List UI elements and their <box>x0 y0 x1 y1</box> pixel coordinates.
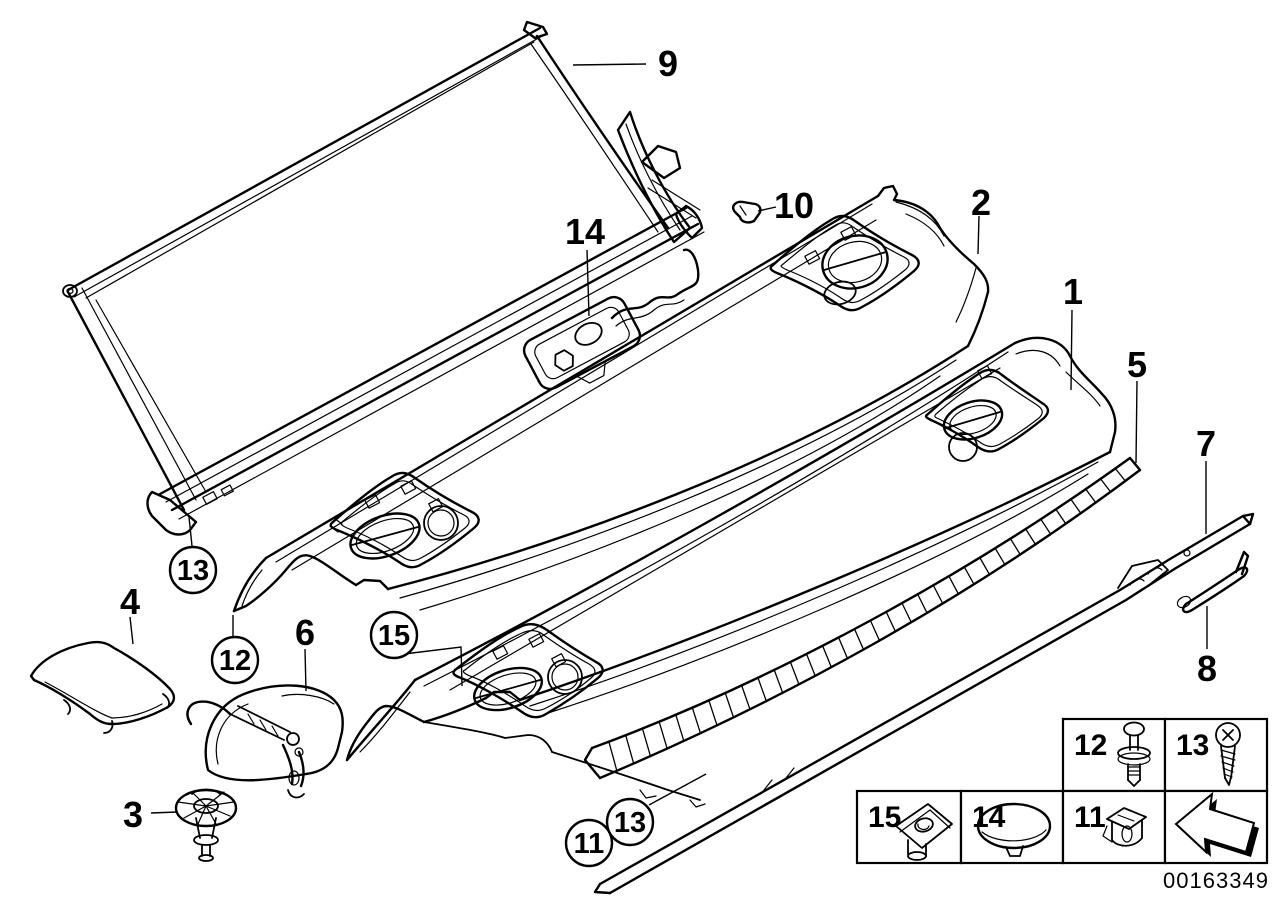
circled-callout-12-label: 12 <box>219 645 251 677</box>
circled-callouts: 13 12 15 11 13 <box>168 545 655 868</box>
blind-lifter-arm <box>616 110 692 244</box>
callout-2[interactable]: 2 <box>971 182 991 223</box>
leader-lines <box>129 63 1208 814</box>
legend-cell-13: 13 <box>1163 717 1269 793</box>
circled-callout-13a-label: 13 <box>177 555 209 587</box>
leader-4 <box>129 616 134 645</box>
callout-5[interactable]: 5 <box>1127 344 1147 385</box>
leader-13a <box>188 516 193 547</box>
legend-label-15: 15 <box>868 801 901 834</box>
screw-icon <box>1215 722 1241 786</box>
circled-callout-13b[interactable]: 13 <box>605 797 655 847</box>
legend-label-11: 11 <box>1074 801 1106 834</box>
grille-trim-part-5 <box>583 456 1142 808</box>
leader-2 <box>977 215 980 255</box>
circled-callout-11[interactable]: 11 <box>564 818 614 868</box>
rear-shelf-part-2 <box>232 184 990 613</box>
callout-9[interactable]: 9 <box>658 43 678 84</box>
direction-arrow-icon <box>1174 791 1259 857</box>
clip-part-10 <box>731 200 762 224</box>
shelf2-speaker-recess-right <box>769 214 920 312</box>
shelf1-left-flap <box>345 678 417 762</box>
legend-label-12: 12 <box>1074 729 1107 762</box>
plain-callouts: 9 10 14 2 1 5 7 8 4 6 3 <box>120 43 1217 835</box>
circled-callout-11-label: 11 <box>574 828 605 860</box>
speed-nut-icon <box>895 803 953 861</box>
legend-cell-15: 15 <box>855 789 963 865</box>
rear-shelf-part-1 <box>345 336 1117 801</box>
callout-6[interactable]: 6 <box>295 612 315 653</box>
bracket-cover-part-6 <box>186 684 344 799</box>
roller-blind-part <box>62 20 705 536</box>
rail-strip-part-7 <box>593 512 1255 895</box>
expanding-nut-icon <box>1102 807 1147 847</box>
leader-15 <box>403 646 463 687</box>
cover-cap-icon <box>976 802 1052 857</box>
legend-cell-14: 14 <box>959 789 1065 865</box>
leader-14 <box>586 249 590 317</box>
legend-cell-12: 12 <box>1061 717 1167 793</box>
shelf1-speaker-recess-left <box>452 622 604 719</box>
drive-cable <box>610 248 700 320</box>
leader-9 <box>572 63 647 66</box>
legend-label-13: 13 <box>1176 729 1209 762</box>
leader-3 <box>150 811 178 814</box>
shelf2-speaker-recess-left <box>329 471 480 569</box>
circled-callout-12[interactable]: 12 <box>210 635 260 685</box>
blind-drive-part-14 <box>522 248 700 391</box>
callout-1[interactable]: 1 <box>1063 271 1083 312</box>
legend-cell-arrow[interactable] <box>1163 789 1269 865</box>
leader-6 <box>304 648 307 692</box>
shelf2-left-flap <box>232 556 268 613</box>
diagram-id-number: 00163349 <box>1163 868 1269 893</box>
cover-lid-part-4 <box>29 640 176 734</box>
expanding-rivet-icon <box>1117 721 1151 787</box>
leader-5 <box>1135 380 1138 464</box>
leader-10 <box>757 206 777 212</box>
circled-callout-15[interactable]: 15 <box>369 610 419 660</box>
circled-callout-15-label: 15 <box>378 620 410 652</box>
callout-7[interactable]: 7 <box>1196 423 1216 464</box>
callout-3[interactable]: 3 <box>123 794 143 835</box>
leader-1 <box>1070 309 1073 391</box>
callout-4[interactable]: 4 <box>120 581 140 622</box>
circled-callout-13a[interactable]: 13 <box>168 545 218 595</box>
callout-8[interactable]: 8 <box>1197 648 1217 689</box>
callout-14[interactable]: 14 <box>565 211 605 252</box>
leader-13b <box>648 773 707 806</box>
grille-slats <box>608 468 1126 771</box>
legend-cell-11: 11 <box>1061 789 1167 865</box>
pin-fastener-part-3 <box>174 788 238 862</box>
circled-callout-13b-label: 13 <box>614 807 646 839</box>
fastener-legend-table: 12 13 15 <box>855 717 1269 893</box>
retaining-hook-part-8 <box>1176 550 1250 614</box>
callout-10[interactable]: 10 <box>774 185 814 226</box>
shelf1-speaker-recess-right <box>924 365 1050 462</box>
